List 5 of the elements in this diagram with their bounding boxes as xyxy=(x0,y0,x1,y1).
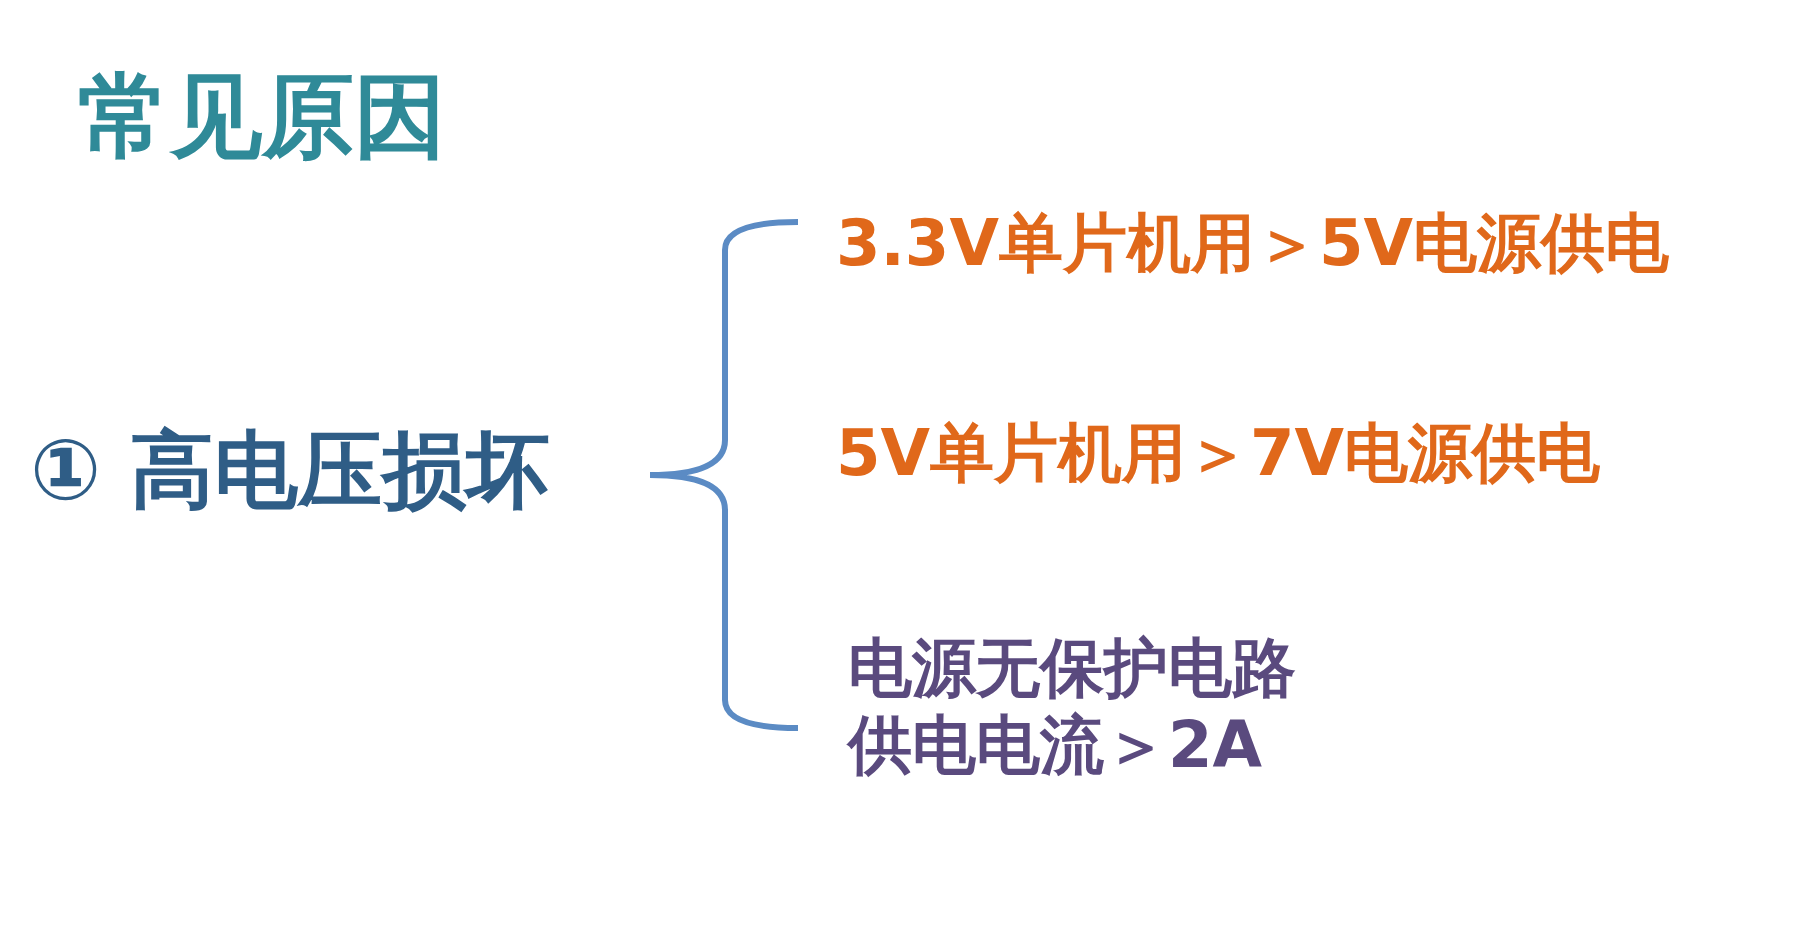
slide-title: 常见原因 xyxy=(78,62,446,172)
topic-heading: ① 高电压损坏 xyxy=(30,420,551,521)
cause-text: 电源无保护电路供电电流＞2A xyxy=(848,630,1297,784)
cause-text: 5V单片机用＞7V电源供电 xyxy=(836,415,1601,492)
cause-text: 3.3V单片机用＞5V电源供电 xyxy=(836,205,1669,282)
